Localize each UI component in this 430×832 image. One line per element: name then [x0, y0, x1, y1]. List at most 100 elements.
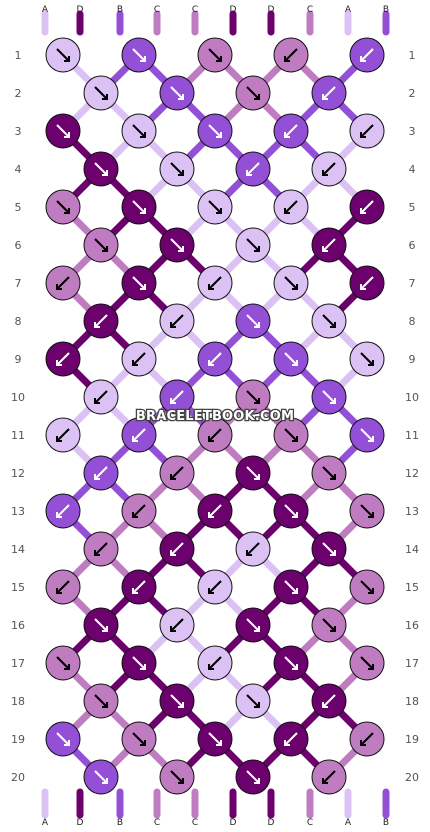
knot [159, 227, 195, 263]
arrow-down-right-icon [360, 656, 374, 670]
knot [159, 455, 195, 491]
knot [197, 113, 233, 149]
knot [311, 303, 347, 339]
knot [311, 455, 347, 491]
arrow-down-right-icon [56, 48, 70, 62]
knot [349, 37, 385, 73]
string-letter-top: B [383, 5, 389, 15]
arrow-down-left-icon [94, 466, 108, 480]
string-letter-top: C [307, 5, 313, 15]
arrow-down-right-icon [284, 352, 298, 366]
arrow-down-right-icon [132, 276, 146, 290]
row-number-left: 18 [11, 695, 25, 708]
arrow-down-left-icon [322, 162, 336, 176]
knot [235, 759, 271, 795]
knot [349, 721, 385, 757]
knot [121, 645, 157, 681]
arrow-down-right-icon [246, 314, 260, 328]
arrow-down-left-icon [208, 352, 222, 366]
row-number-right: 11 [405, 429, 419, 442]
knot [83, 303, 119, 339]
knot [235, 455, 271, 491]
string-letter-top: C [154, 5, 160, 15]
row-number-left: 8 [15, 315, 22, 328]
knot [273, 189, 309, 225]
arrow-down-right-icon [170, 86, 184, 100]
row-number-left: 15 [11, 581, 25, 594]
row-number-left: 4 [15, 163, 22, 176]
knot [235, 75, 271, 111]
string-letter-top: D [268, 5, 275, 15]
knot [273, 341, 309, 377]
knot [197, 493, 233, 529]
knot [349, 113, 385, 149]
arrow-down-right-icon [360, 580, 374, 594]
knot [45, 189, 81, 225]
arrow-down-left-icon [56, 580, 70, 594]
knot [159, 151, 195, 187]
knot [273, 645, 309, 681]
row-number-left: 6 [15, 239, 22, 252]
knot [349, 569, 385, 605]
row-number-right: 8 [409, 315, 416, 328]
arrow-down-right-icon [284, 276, 298, 290]
arrow-down-left-icon [322, 770, 336, 784]
arrow-down-left-icon [284, 48, 298, 62]
row-number-left: 16 [11, 619, 25, 632]
arrow-down-left-icon [322, 86, 336, 100]
arrow-down-left-icon [284, 200, 298, 214]
knot [235, 531, 271, 567]
arrow-down-right-icon [246, 694, 260, 708]
arrow-down-right-icon [246, 390, 260, 404]
string-letter-top: A [42, 5, 49, 15]
arrow-down-right-icon [132, 732, 146, 746]
string-letter-bottom: D [230, 818, 237, 828]
arrow-down-right-icon [56, 732, 70, 746]
knot [235, 303, 271, 339]
arrow-down-left-icon [56, 276, 70, 290]
arrow-down-left-icon [360, 276, 374, 290]
row-number-right: 10 [405, 391, 419, 404]
arrow-down-left-icon [56, 428, 70, 442]
knot [235, 379, 271, 415]
arrow-down-left-icon [170, 314, 184, 328]
knot [121, 569, 157, 605]
arrow-down-right-icon [170, 162, 184, 176]
knot [121, 113, 157, 149]
arrow-down-right-icon [360, 352, 374, 366]
arrow-down-left-icon [208, 580, 222, 594]
arrow-down-right-icon [94, 694, 108, 708]
arrow-down-right-icon [360, 504, 374, 518]
knot [159, 607, 195, 643]
knot [349, 341, 385, 377]
arrow-down-left-icon [170, 542, 184, 556]
knot [235, 683, 271, 719]
arrow-down-left-icon [246, 542, 260, 556]
row-number-right: 19 [405, 733, 419, 746]
arrow-down-right-icon [246, 238, 260, 252]
row-number-right: 15 [405, 581, 419, 594]
arrow-down-right-icon [246, 466, 260, 480]
knot [83, 75, 119, 111]
knot [159, 683, 195, 719]
knot [311, 531, 347, 567]
string-letter-bottom: A [345, 818, 352, 828]
arrow-down-left-icon [132, 580, 146, 594]
arrow-down-left-icon [94, 542, 108, 556]
knot [83, 227, 119, 263]
knot [311, 227, 347, 263]
arrow-down-right-icon [284, 656, 298, 670]
string-letter-bottom: C [154, 818, 160, 828]
knot [121, 341, 157, 377]
arrow-down-right-icon [94, 162, 108, 176]
knot [273, 37, 309, 73]
arrow-down-left-icon [170, 466, 184, 480]
arrow-down-right-icon [322, 618, 336, 632]
knot [45, 113, 81, 149]
string-letter-top: D [230, 5, 237, 15]
arrow-down-left-icon [208, 428, 222, 442]
knot [121, 265, 157, 301]
watermark-text: BRACELETBOOK.COM [136, 409, 294, 424]
row-number-left: 12 [11, 467, 25, 480]
